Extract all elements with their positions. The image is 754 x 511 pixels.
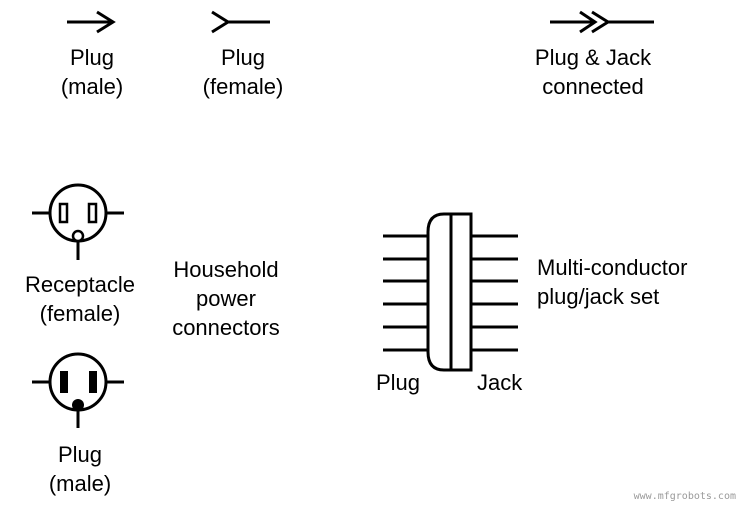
plug-male-label: Plug (male): [60, 45, 124, 99]
plug-label: Plug: [376, 370, 421, 395]
plug-male-power-symbol: [32, 352, 124, 428]
plug-female-symbol: [211, 10, 270, 34]
plug-male-power-label: Plug (male): [48, 442, 112, 496]
multi-conductor-label: Multi-conductor plug/jack set: [537, 255, 688, 309]
multi-conductor-symbol: [383, 212, 518, 372]
jack-label: Jack: [477, 370, 523, 395]
receptacle-label: Receptacle (female): [24, 272, 136, 326]
plug-female-label: Plug (female): [202, 45, 284, 99]
receptacle-symbol: [32, 183, 124, 260]
plug-jack-connected-symbol: [550, 10, 654, 34]
plug-male-symbol: [67, 10, 116, 34]
plug-jack-connected-label: Plug & Jack connected: [534, 45, 652, 99]
watermark: www.mfgrobots.com: [633, 491, 736, 502]
household-power-connectors-label: Household power connectors: [172, 257, 280, 340]
